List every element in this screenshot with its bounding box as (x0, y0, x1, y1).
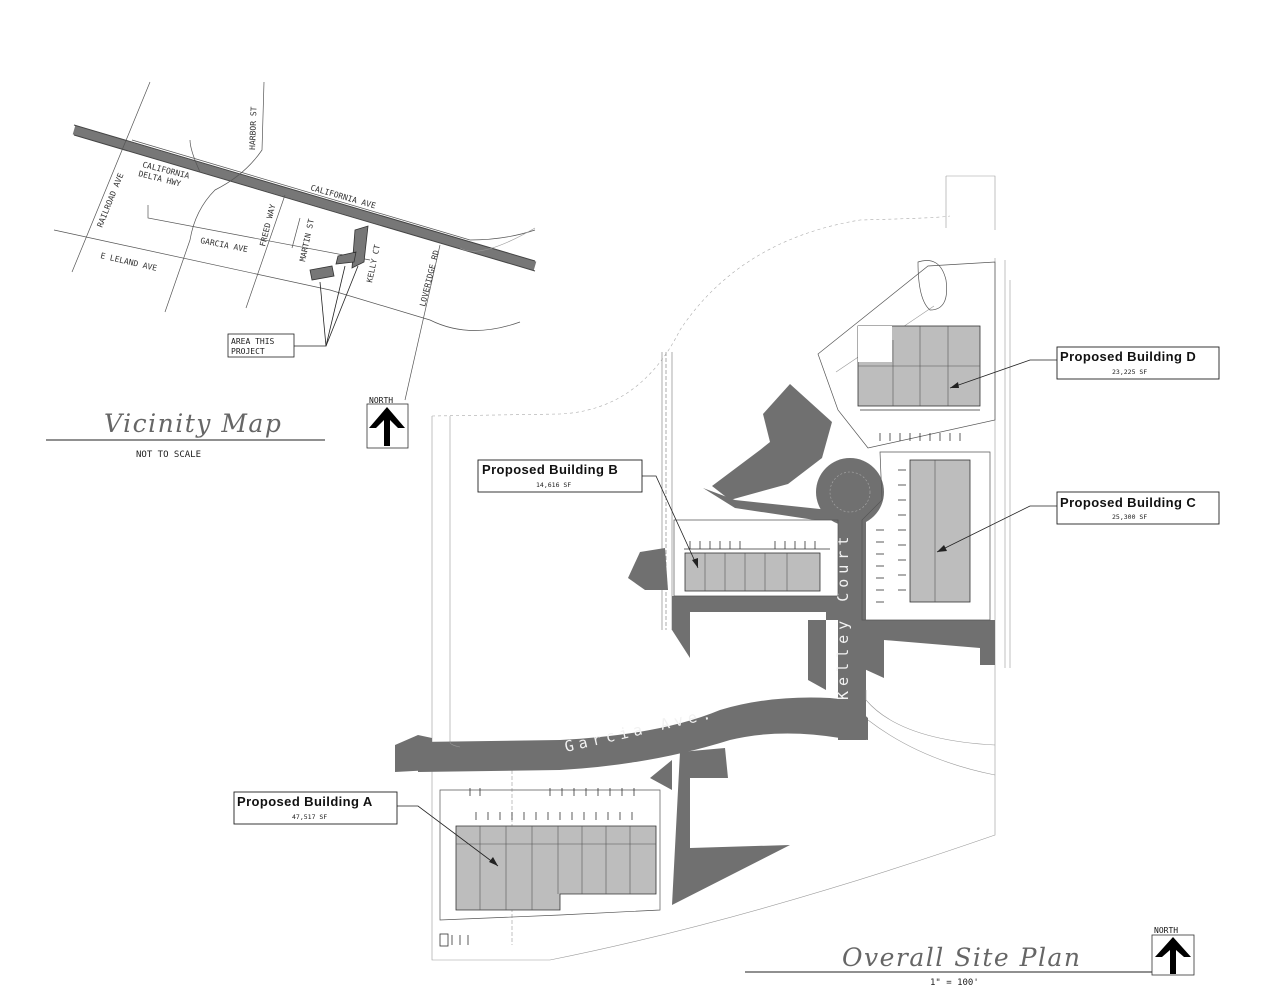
building-b-name: Proposed Building B (482, 462, 618, 477)
callout-leader (294, 281, 327, 347)
street-loveridge (404, 244, 441, 401)
site-c-boundary (861, 451, 991, 621)
road-offset (865, 690, 996, 746)
street-harbor (164, 81, 265, 313)
leader-arrowhead (937, 545, 947, 552)
label-harbor: HARBOR ST (248, 106, 259, 150)
leader-arrowhead (692, 558, 698, 568)
road-offset (867, 719, 996, 776)
building-b-leader (642, 475, 699, 569)
building-c-label-box (1056, 491, 1220, 525)
leader-arrowhead (950, 382, 959, 388)
site-d-boundary (817, 261, 996, 449)
street-garcia (147, 205, 371, 261)
building-d-leader (949, 359, 1057, 389)
road-offset (449, 741, 461, 748)
building-c-name: Proposed Building C (1060, 495, 1196, 510)
site-b-boundary (673, 519, 839, 597)
building-a-label-box (233, 791, 398, 825)
building-c-area: 25,300 SF (1112, 513, 1147, 521)
existing-pavement (672, 748, 790, 905)
building-b (684, 552, 821, 592)
label-leland: E LELAND AVE (100, 251, 159, 273)
existing-pavement (712, 384, 832, 500)
cul-de-sac-island (829, 471, 871, 513)
cul-de-sac (816, 458, 884, 526)
building-b-bays (704, 553, 788, 591)
vicinity-map-title: Vicinity Map (104, 409, 282, 438)
property-boundary (431, 258, 996, 961)
label-kelley-court: Kelley Court (834, 532, 852, 700)
existing-curve (431, 215, 951, 417)
parking-stalls-c (876, 469, 906, 603)
building-c-leader (936, 505, 1057, 553)
existing-pavement (862, 620, 995, 678)
leader-arrowhead (489, 857, 498, 866)
site-plan-scale-note: 1" = 100' (930, 978, 979, 986)
site-a-boundary (439, 789, 661, 921)
building-b-area: 14,616 SF (536, 481, 571, 489)
building-a-area: 47,517 SF (292, 813, 327, 821)
railroad-corridor (946, 175, 996, 230)
existing-pavement (672, 596, 852, 690)
label-garcia: GARCIA AVE (200, 236, 249, 254)
north-arrow-icon (1155, 937, 1191, 974)
project-parcel (309, 265, 335, 281)
road-kelley (838, 510, 866, 740)
vicinity-north-label: NORTH (369, 396, 393, 405)
building-d-name: Proposed Building D (1060, 349, 1196, 364)
existing-pavement (628, 548, 668, 590)
parking-stalls-a (451, 788, 635, 945)
site-d-pond (917, 260, 947, 311)
project-parcel (335, 251, 357, 265)
callout-leader (325, 265, 346, 347)
vicinity-map: HARBOR ST RAILROAD AVE CALIFORNIA DELTA … (46, 81, 537, 460)
parking-stalls-b (684, 541, 830, 550)
existing-pavement (703, 488, 848, 520)
building-d-area: 23,225 SF (1112, 368, 1147, 376)
label-loveridge: LOVERIDGE RD (418, 249, 441, 307)
building-c (909, 459, 971, 603)
street-freed (245, 194, 286, 309)
building-d-notch (858, 326, 892, 362)
freeway-band-edge (73, 124, 536, 262)
label-railroad: RAILROAD AVE (96, 172, 126, 229)
north-arrow-icon (369, 407, 405, 446)
parking-stalls-d (860, 409, 980, 441)
trash-enclosure (439, 933, 449, 947)
building-a-leader (397, 805, 499, 867)
freeway-band (72, 125, 537, 271)
freeway-band-edge (73, 134, 536, 272)
vicinity-scale-note: NOT TO SCALE (136, 450, 201, 460)
street-railroad (71, 81, 151, 273)
street-california-delta (189, 139, 201, 173)
street-loveridge-b (459, 227, 536, 252)
building-d-label-box (1056, 346, 1220, 380)
label-kelly: KELLY CT (365, 244, 382, 284)
callout-line-2: PROJECT (231, 347, 265, 356)
callout-box (227, 333, 295, 358)
building-a-name: Proposed Building A (237, 794, 373, 809)
label-martin: MARTIN ST (298, 218, 316, 262)
callout-line-1: AREA THIS (231, 337, 275, 346)
building-a-bays (456, 826, 656, 910)
existing-pavement (650, 760, 672, 790)
street-leland (53, 229, 521, 331)
callout-leader (325, 265, 359, 347)
site-plan-title: Overall Site Plan (842, 943, 1081, 972)
street-martin (291, 217, 301, 249)
building-d-bays (858, 326, 980, 406)
site-north-label: NORTH (1154, 926, 1178, 935)
road-garcia (418, 697, 868, 772)
site-plan: Garcia Ave. Kelley Court (233, 175, 1220, 986)
building-a (455, 825, 657, 911)
